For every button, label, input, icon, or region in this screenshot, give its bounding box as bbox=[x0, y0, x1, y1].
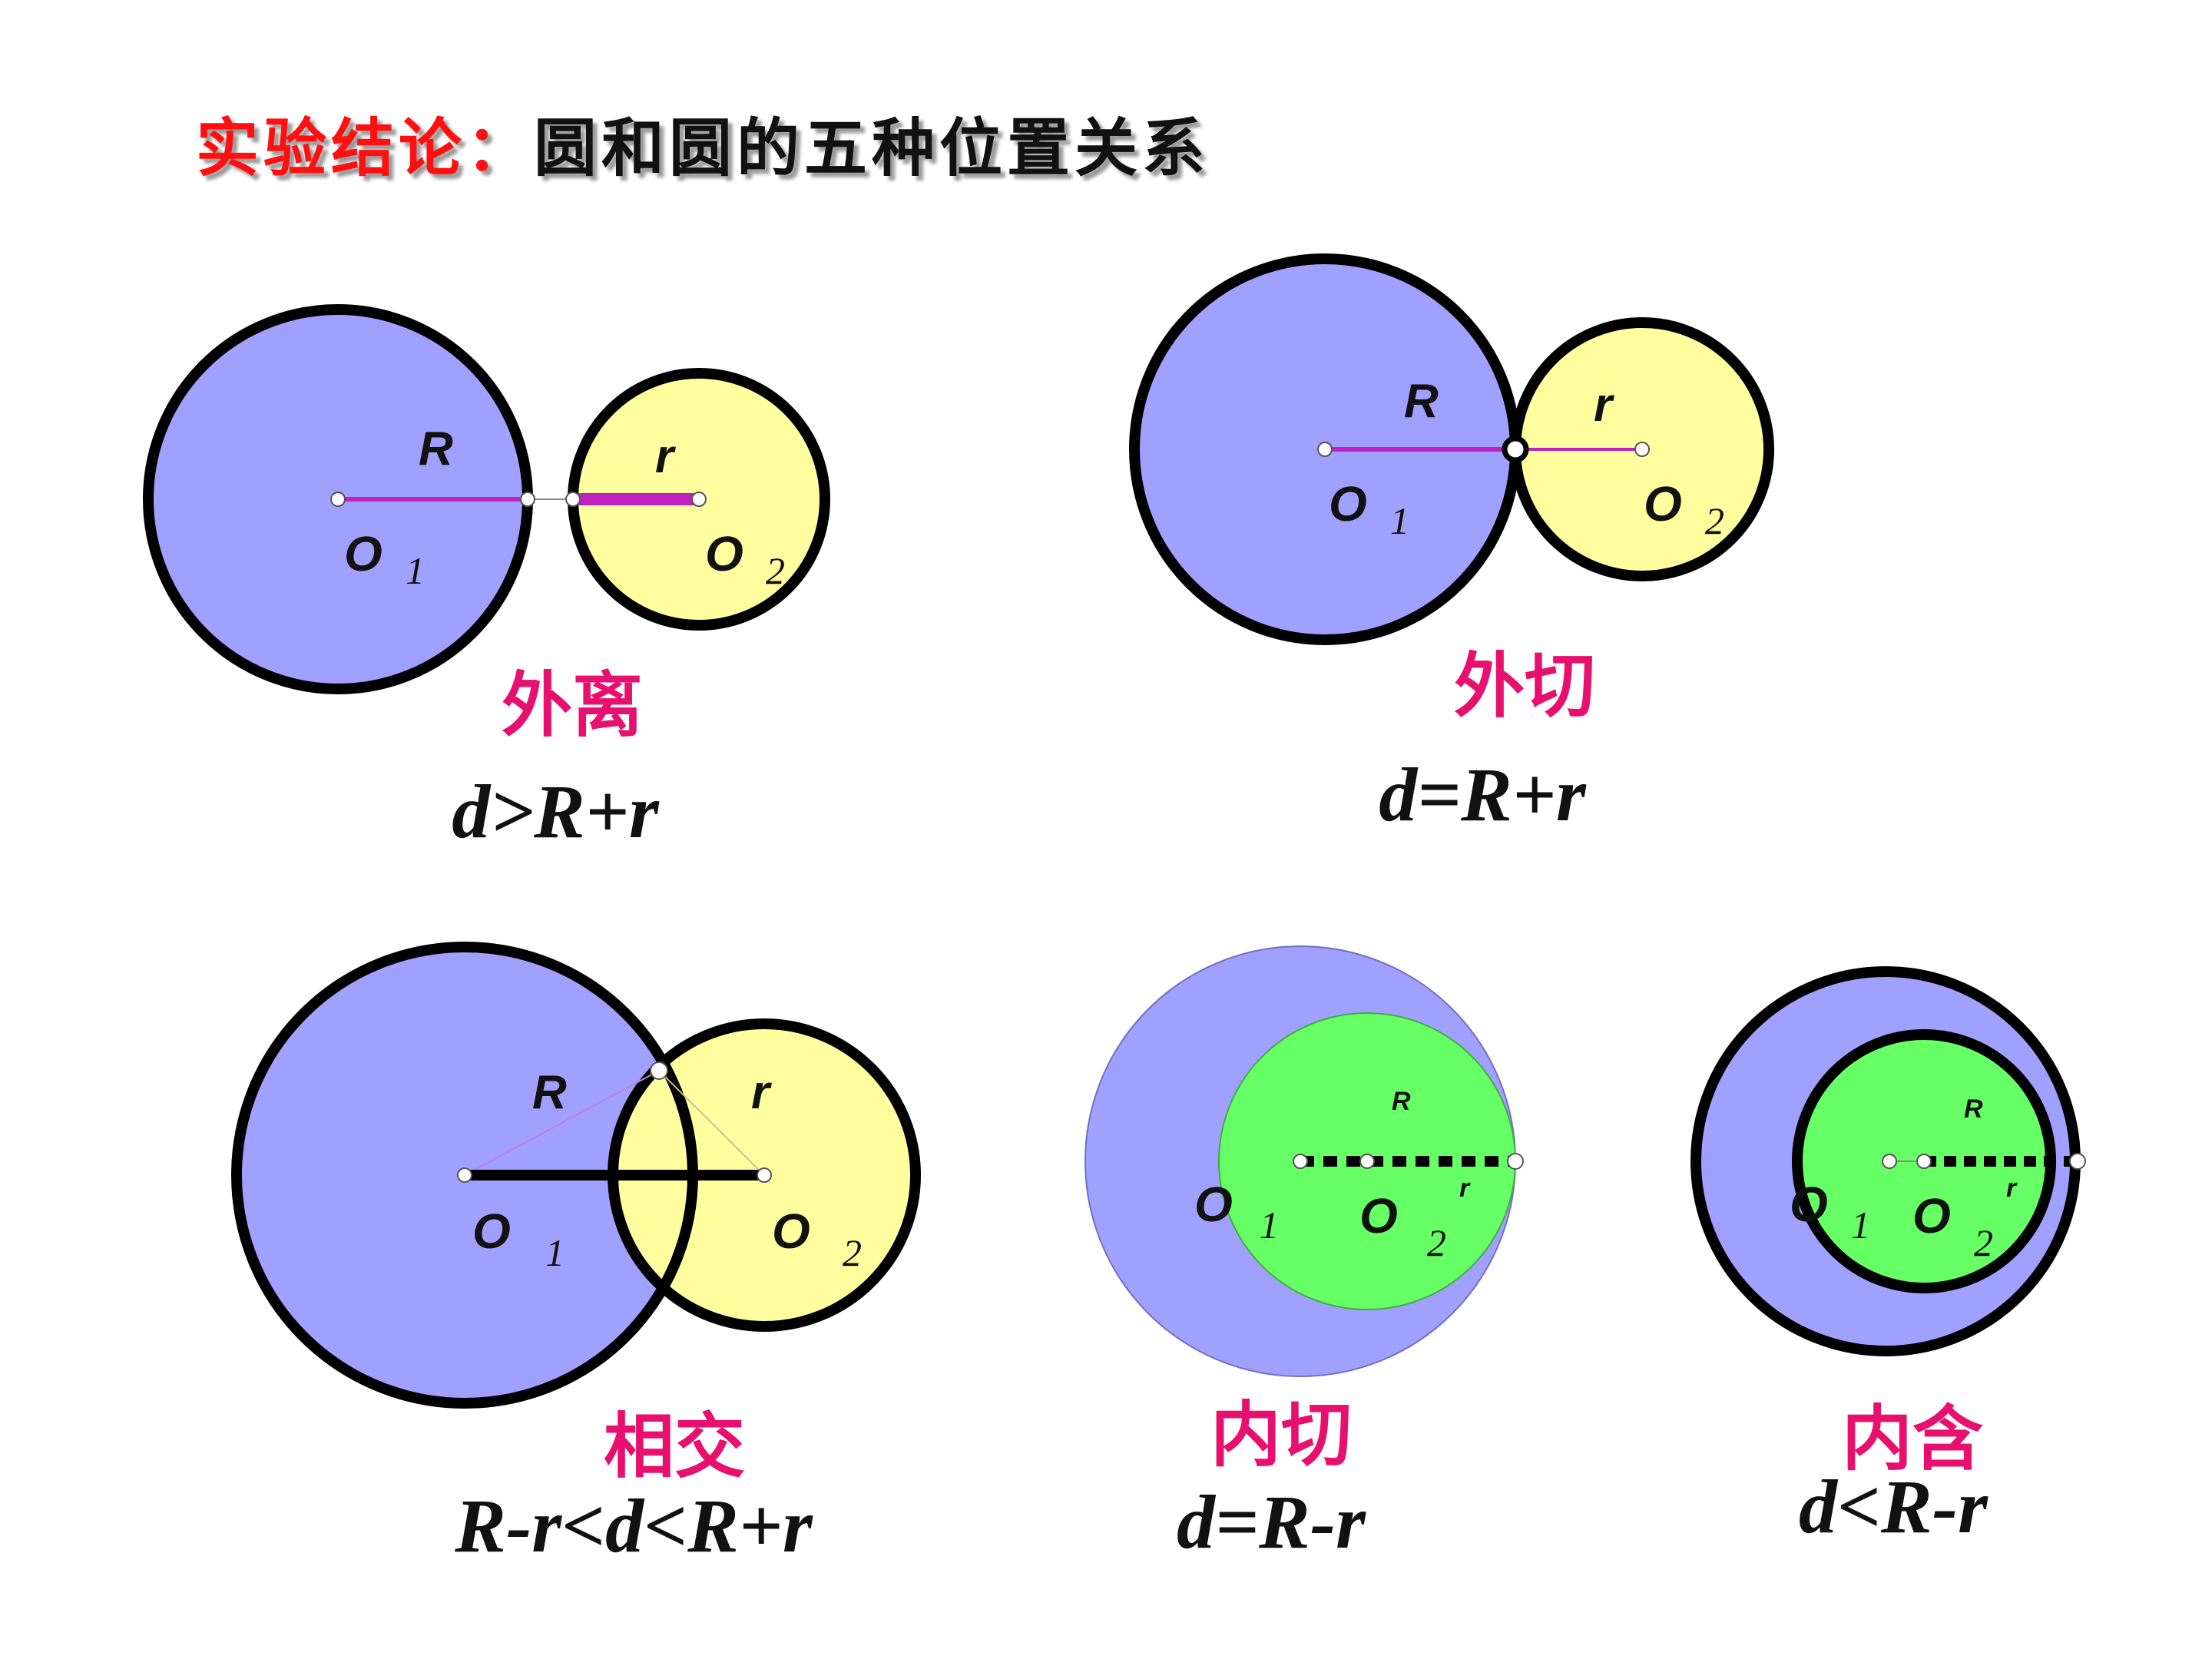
label-O1: O bbox=[344, 526, 382, 581]
label-r: r bbox=[655, 430, 676, 483]
page-title: 实验结论： 圆和圆的五种位置关系 bbox=[196, 92, 1210, 192]
label-O1: O bbox=[472, 1204, 511, 1259]
relation-name: 外离 bbox=[502, 664, 643, 747]
point-O2 bbox=[1916, 1154, 1932, 1169]
panel-int-tangent: R r O 1 O 2 内切 d=R-r bbox=[1084, 945, 1524, 1565]
point-tangent bbox=[1502, 435, 1529, 463]
label-r: r bbox=[2006, 1174, 2018, 1203]
radius-r-thin bbox=[658, 1070, 765, 1176]
label-R: R bbox=[1964, 1094, 1983, 1124]
label-O2-sub: 2 bbox=[766, 549, 785, 592]
label-O1-sub: 1 bbox=[1390, 499, 1409, 542]
point-edge bbox=[2069, 1153, 2086, 1170]
point-O2 bbox=[1634, 442, 1650, 457]
point-tangent-small bbox=[565, 492, 581, 507]
label-O1-sub: 1 bbox=[1260, 1204, 1279, 1247]
label-R: R bbox=[419, 422, 453, 475]
label-R: R bbox=[1392, 1087, 1411, 1116]
point-intersection bbox=[650, 1061, 668, 1080]
relation-formula: d>R+r bbox=[452, 769, 660, 854]
label-O1: O bbox=[1194, 1177, 1233, 1232]
point-O2 bbox=[757, 1167, 772, 1183]
label-O2: O bbox=[1912, 1188, 1951, 1243]
title-prefix: 实验结论： bbox=[196, 111, 535, 185]
label-R: R bbox=[532, 1066, 567, 1119]
label-O1-sub: 1 bbox=[1851, 1204, 1870, 1247]
radius-R-thin bbox=[464, 1070, 660, 1176]
point-O1 bbox=[1293, 1154, 1308, 1169]
relation-name: 内含 bbox=[1842, 1398, 1983, 1480]
label-R: R bbox=[1404, 375, 1439, 428]
label-O2-sub: 2 bbox=[1974, 1221, 1993, 1264]
label-r: r bbox=[1459, 1174, 1471, 1203]
label-O1: O bbox=[1790, 1177, 1828, 1232]
relation-formula: d<R-r bbox=[1799, 1464, 1988, 1549]
point-O1 bbox=[1317, 442, 1333, 457]
point-O2 bbox=[1359, 1154, 1375, 1169]
point-tangent-big bbox=[520, 492, 535, 507]
panel-contain: R r O 1 O 2 内含 d<R-r bbox=[1690, 966, 2086, 1549]
point-O2 bbox=[691, 492, 707, 507]
relation-name: 外切 bbox=[1454, 645, 1595, 727]
point-O1 bbox=[330, 492, 346, 507]
point-O1 bbox=[457, 1167, 472, 1183]
panel-intersect: R r O 1 O 2 相交 R-r<d<R+r bbox=[231, 942, 921, 1568]
label-O2: O bbox=[1359, 1188, 1398, 1243]
label-r: r bbox=[1594, 379, 1614, 432]
relation-formula: d=R-r bbox=[1177, 1479, 1366, 1565]
point-O1 bbox=[1882, 1154, 1897, 1169]
relation-name: 内切 bbox=[1210, 1394, 1352, 1476]
label-O1: O bbox=[1329, 476, 1367, 531]
label-O2-sub: 2 bbox=[843, 1231, 862, 1274]
label-O2: O bbox=[705, 526, 743, 581]
label-O2: O bbox=[772, 1204, 810, 1259]
label-O2-sub: 2 bbox=[1427, 1221, 1446, 1264]
label-O2: O bbox=[1644, 476, 1682, 531]
title-main: 圆和圆的五种位置关系 bbox=[534, 111, 1210, 185]
label-O1-sub: 1 bbox=[545, 1231, 565, 1274]
label-r: r bbox=[751, 1066, 772, 1119]
relation-formula: d=R+r bbox=[1379, 752, 1587, 837]
label-O1-sub: 1 bbox=[406, 549, 425, 592]
panel-ext-tangent: R r O 1 O 2 外切 d=R+r bbox=[1129, 253, 1774, 837]
point-tangent bbox=[1507, 1153, 1524, 1170]
panel-separate: R r O 1 O 2 外离 d>R+r bbox=[143, 304, 830, 854]
relation-name: 相交 bbox=[604, 1406, 745, 1488]
label-O2-sub: 2 bbox=[1705, 499, 1724, 542]
relation-formula: R-r<d<R+r bbox=[454, 1483, 813, 1568]
